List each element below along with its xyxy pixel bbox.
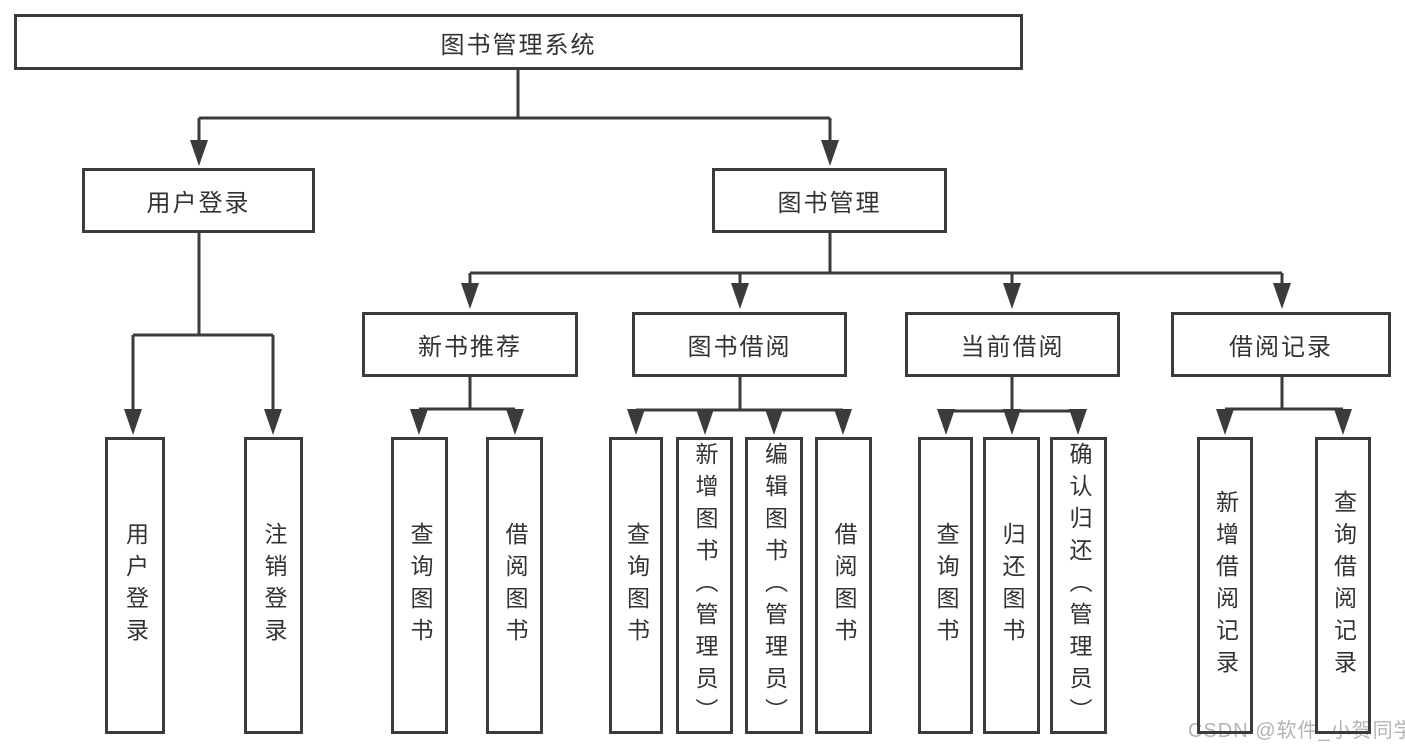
leaf-records-query-record-label: 查询借阅记录 — [1330, 489, 1357, 682]
node-book-borrow: 图书借阅 — [632, 312, 847, 377]
node-root: 图书管理系统 — [14, 14, 1023, 70]
watermark: CSDN @软件_小贺同学 — [1188, 720, 1405, 742]
leaf-current-return-book: 归还图书 — [983, 437, 1040, 734]
leaf-borrow-borrow-book: 借阅图书 — [815, 437, 872, 734]
leaf-borrow-borrow-book-label: 借阅图书 — [831, 521, 857, 650]
leaf-user-login-label: 用户登录 — [122, 521, 149, 650]
leaf-borrow-query-book-label: 查询图书 — [623, 521, 650, 650]
leaf-current-return-book-label: 归还图书 — [999, 521, 1025, 650]
leaf-current-query-book: 查询图书 — [918, 437, 973, 734]
leaf-newbooks-borrow-book: 借阅图书 — [486, 437, 543, 734]
leaf-newbooks-query-book: 查询图书 — [391, 437, 448, 734]
leaf-newbooks-query-book-label: 查询图书 — [407, 521, 433, 650]
node-root-label: 图书管理系统 — [440, 31, 597, 59]
leaf-borrow-edit-book-admin: 编辑图书（管理员） — [745, 437, 803, 734]
leaf-logout: 注销登录 — [244, 437, 303, 734]
leaf-user-login: 用户登录 — [105, 437, 165, 734]
node-borrow-records-label: 借阅记录 — [1229, 334, 1333, 361]
node-new-book-recommend: 新书推荐 — [362, 312, 578, 377]
leaf-borrow-edit-book-admin-label: 编辑图书（管理员） — [761, 441, 788, 730]
leaf-borrow-query-book: 查询图书 — [609, 437, 663, 734]
node-new-book-recommend-label: 新书推荐 — [418, 334, 522, 361]
node-book-management: 图书管理 — [712, 168, 947, 233]
node-book-borrow-label: 图书借阅 — [687, 334, 792, 361]
leaf-current-confirm-return-admin-label: 确认归还（管理员） — [1066, 441, 1092, 730]
node-current-borrow-label: 当前借阅 — [960, 334, 1065, 361]
leaf-logout-label: 注销登录 — [261, 521, 287, 650]
node-user-login-label: 用户登录 — [146, 190, 251, 217]
leaf-records-add-record-label: 新增借阅记录 — [1212, 489, 1239, 682]
node-current-borrow: 当前借阅 — [905, 312, 1120, 377]
arrowhead-group — [124, 140, 1352, 435]
leaf-borrow-add-book-admin-label: 新增图书（管理员） — [692, 441, 718, 730]
leaf-records-add-record: 新增借阅记录 — [1197, 437, 1253, 734]
node-user-login: 用户登录 — [82, 168, 315, 233]
node-borrow-records: 借阅记录 — [1171, 312, 1391, 377]
leaf-newbooks-borrow-book-label: 借阅图书 — [502, 521, 528, 650]
leaf-current-confirm-return-admin: 确认归还（管理员） — [1050, 437, 1107, 734]
leaf-records-query-record: 查询借阅记录 — [1315, 437, 1371, 734]
leaf-borrow-add-book-admin: 新增图书（管理员） — [676, 437, 733, 734]
node-book-management-label: 图书管理 — [777, 190, 882, 217]
leaf-current-query-book-label: 查询图书 — [933, 521, 959, 650]
